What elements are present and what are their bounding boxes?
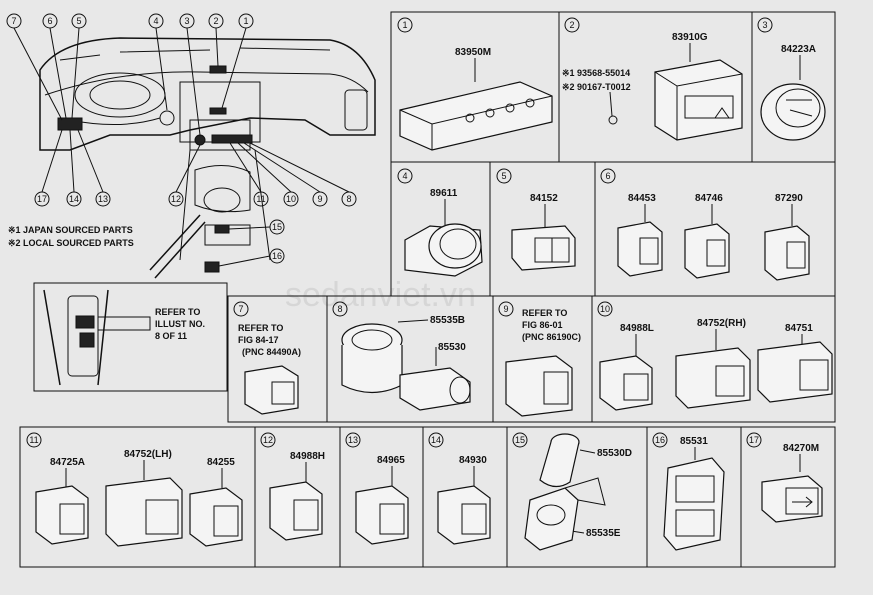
pn-84152: 84152 [530, 193, 558, 204]
callout-13: 13 [98, 194, 108, 204]
panel-num-6: 6 [605, 171, 610, 181]
inset-refer-3: 8 OF 11 [155, 331, 187, 341]
callout-3: 3 [184, 16, 189, 26]
panel-num-17: 17 [749, 435, 759, 445]
panel-num-4: 4 [402, 171, 407, 181]
pn-84223A: 84223A [781, 44, 816, 55]
panel-grid [19, 11, 836, 568]
refer-7-3: (PNC 84490A) [242, 347, 301, 357]
panel-num-15: 15 [515, 435, 525, 445]
panel-num-5: 5 [501, 171, 506, 181]
pn-85535B: 85535B [430, 315, 465, 326]
callout-15: 15 [272, 222, 282, 232]
watermark: sedanviet.vn [285, 276, 476, 314]
pn-84988L: 84988L [620, 323, 654, 334]
pn-84752RH: 84752(RH) [697, 318, 746, 329]
pn-85530: 85530 [438, 342, 466, 353]
pn-83950M: 83950M [455, 47, 491, 58]
note-local: ※2 LOCAL SOURCED PARTS [8, 238, 134, 248]
panel-num-1: 1 [402, 20, 407, 30]
pn-83910G: 83910G [672, 32, 708, 43]
pn-84930: 84930 [459, 455, 487, 466]
callout-17: 17 [37, 194, 47, 204]
panel-num-7: 7 [238, 304, 243, 314]
callout-8: 8 [346, 194, 351, 204]
inset-refer-2: ILLUST NO. [155, 319, 205, 329]
panel-num-14: 14 [431, 435, 441, 445]
panel-num-3: 3 [762, 20, 767, 30]
pn-84965: 84965 [377, 455, 405, 466]
callout-12: 12 [171, 194, 181, 204]
panel-num-10: 10 [600, 304, 610, 314]
callout-6: 6 [47, 16, 52, 26]
inset-refer-1: REFER TO [155, 307, 200, 317]
pn-84255: 84255 [207, 457, 235, 468]
panel-10 [591, 295, 836, 423]
pn-84746: 84746 [695, 193, 723, 204]
pn-85531: 85531 [680, 436, 708, 447]
pn-89611: 89611 [430, 188, 458, 199]
panel-num-12: 12 [263, 435, 273, 445]
refer-7-1: REFER TO [238, 323, 283, 333]
pn-84751: 84751 [785, 323, 813, 334]
refer-9-3: (PNC 86190C) [522, 332, 581, 342]
pn-84453: 84453 [628, 193, 656, 204]
panel-num-8: 8 [337, 304, 342, 314]
pn-85535E: 85535E [586, 528, 621, 539]
pn-84988H: 84988H [290, 451, 325, 462]
panel-num-11: 11 [29, 435, 38, 445]
panel-17 [740, 426, 836, 568]
sub-93568: ※1 93568-55014 [562, 68, 630, 78]
panel-num-2: 2 [569, 20, 574, 30]
panel-num-9: 9 [503, 304, 508, 314]
note-japan: ※1 JAPAN SOURCED PARTS [8, 225, 133, 235]
panel-numbers: 1 2 3 4 5 6 7 8 9 10 11 12 13 14 15 16 1… [26, 17, 773, 448]
callout-10: 10 [286, 194, 296, 204]
pn-85530D: 85530D [597, 448, 632, 459]
callout-1: 1 [243, 16, 248, 26]
sub-90167: ※2 90167-T0012 [562, 82, 631, 92]
callout-7: 7 [11, 16, 16, 26]
pn-84725A: 84725A [50, 457, 85, 468]
callout-16: 16 [272, 251, 282, 261]
refer-9-2: FIG 86-01 [522, 320, 563, 330]
callout-11: 11 [256, 194, 265, 204]
callout-5: 5 [76, 16, 81, 26]
refer-9-1: REFER TO [522, 308, 567, 318]
callout-4: 4 [153, 16, 158, 26]
callout-2: 2 [213, 16, 218, 26]
pn-87290: 87290 [775, 193, 803, 204]
callout-14: 14 [69, 194, 79, 204]
panel-num-16: 16 [655, 435, 665, 445]
pn-84270M: 84270M [783, 443, 819, 454]
panel-num-13: 13 [348, 435, 358, 445]
callout-9: 9 [317, 194, 322, 204]
pn-84752LH: 84752(LH) [124, 449, 172, 460]
dashboard-overview: 7 6 5 4 3 2 1 17 14 13 12 11 10 9 8 15 1… [6, 13, 376, 392]
refer-7-2: FIG 84-17 [238, 335, 279, 345]
inset-box [33, 282, 228, 392]
